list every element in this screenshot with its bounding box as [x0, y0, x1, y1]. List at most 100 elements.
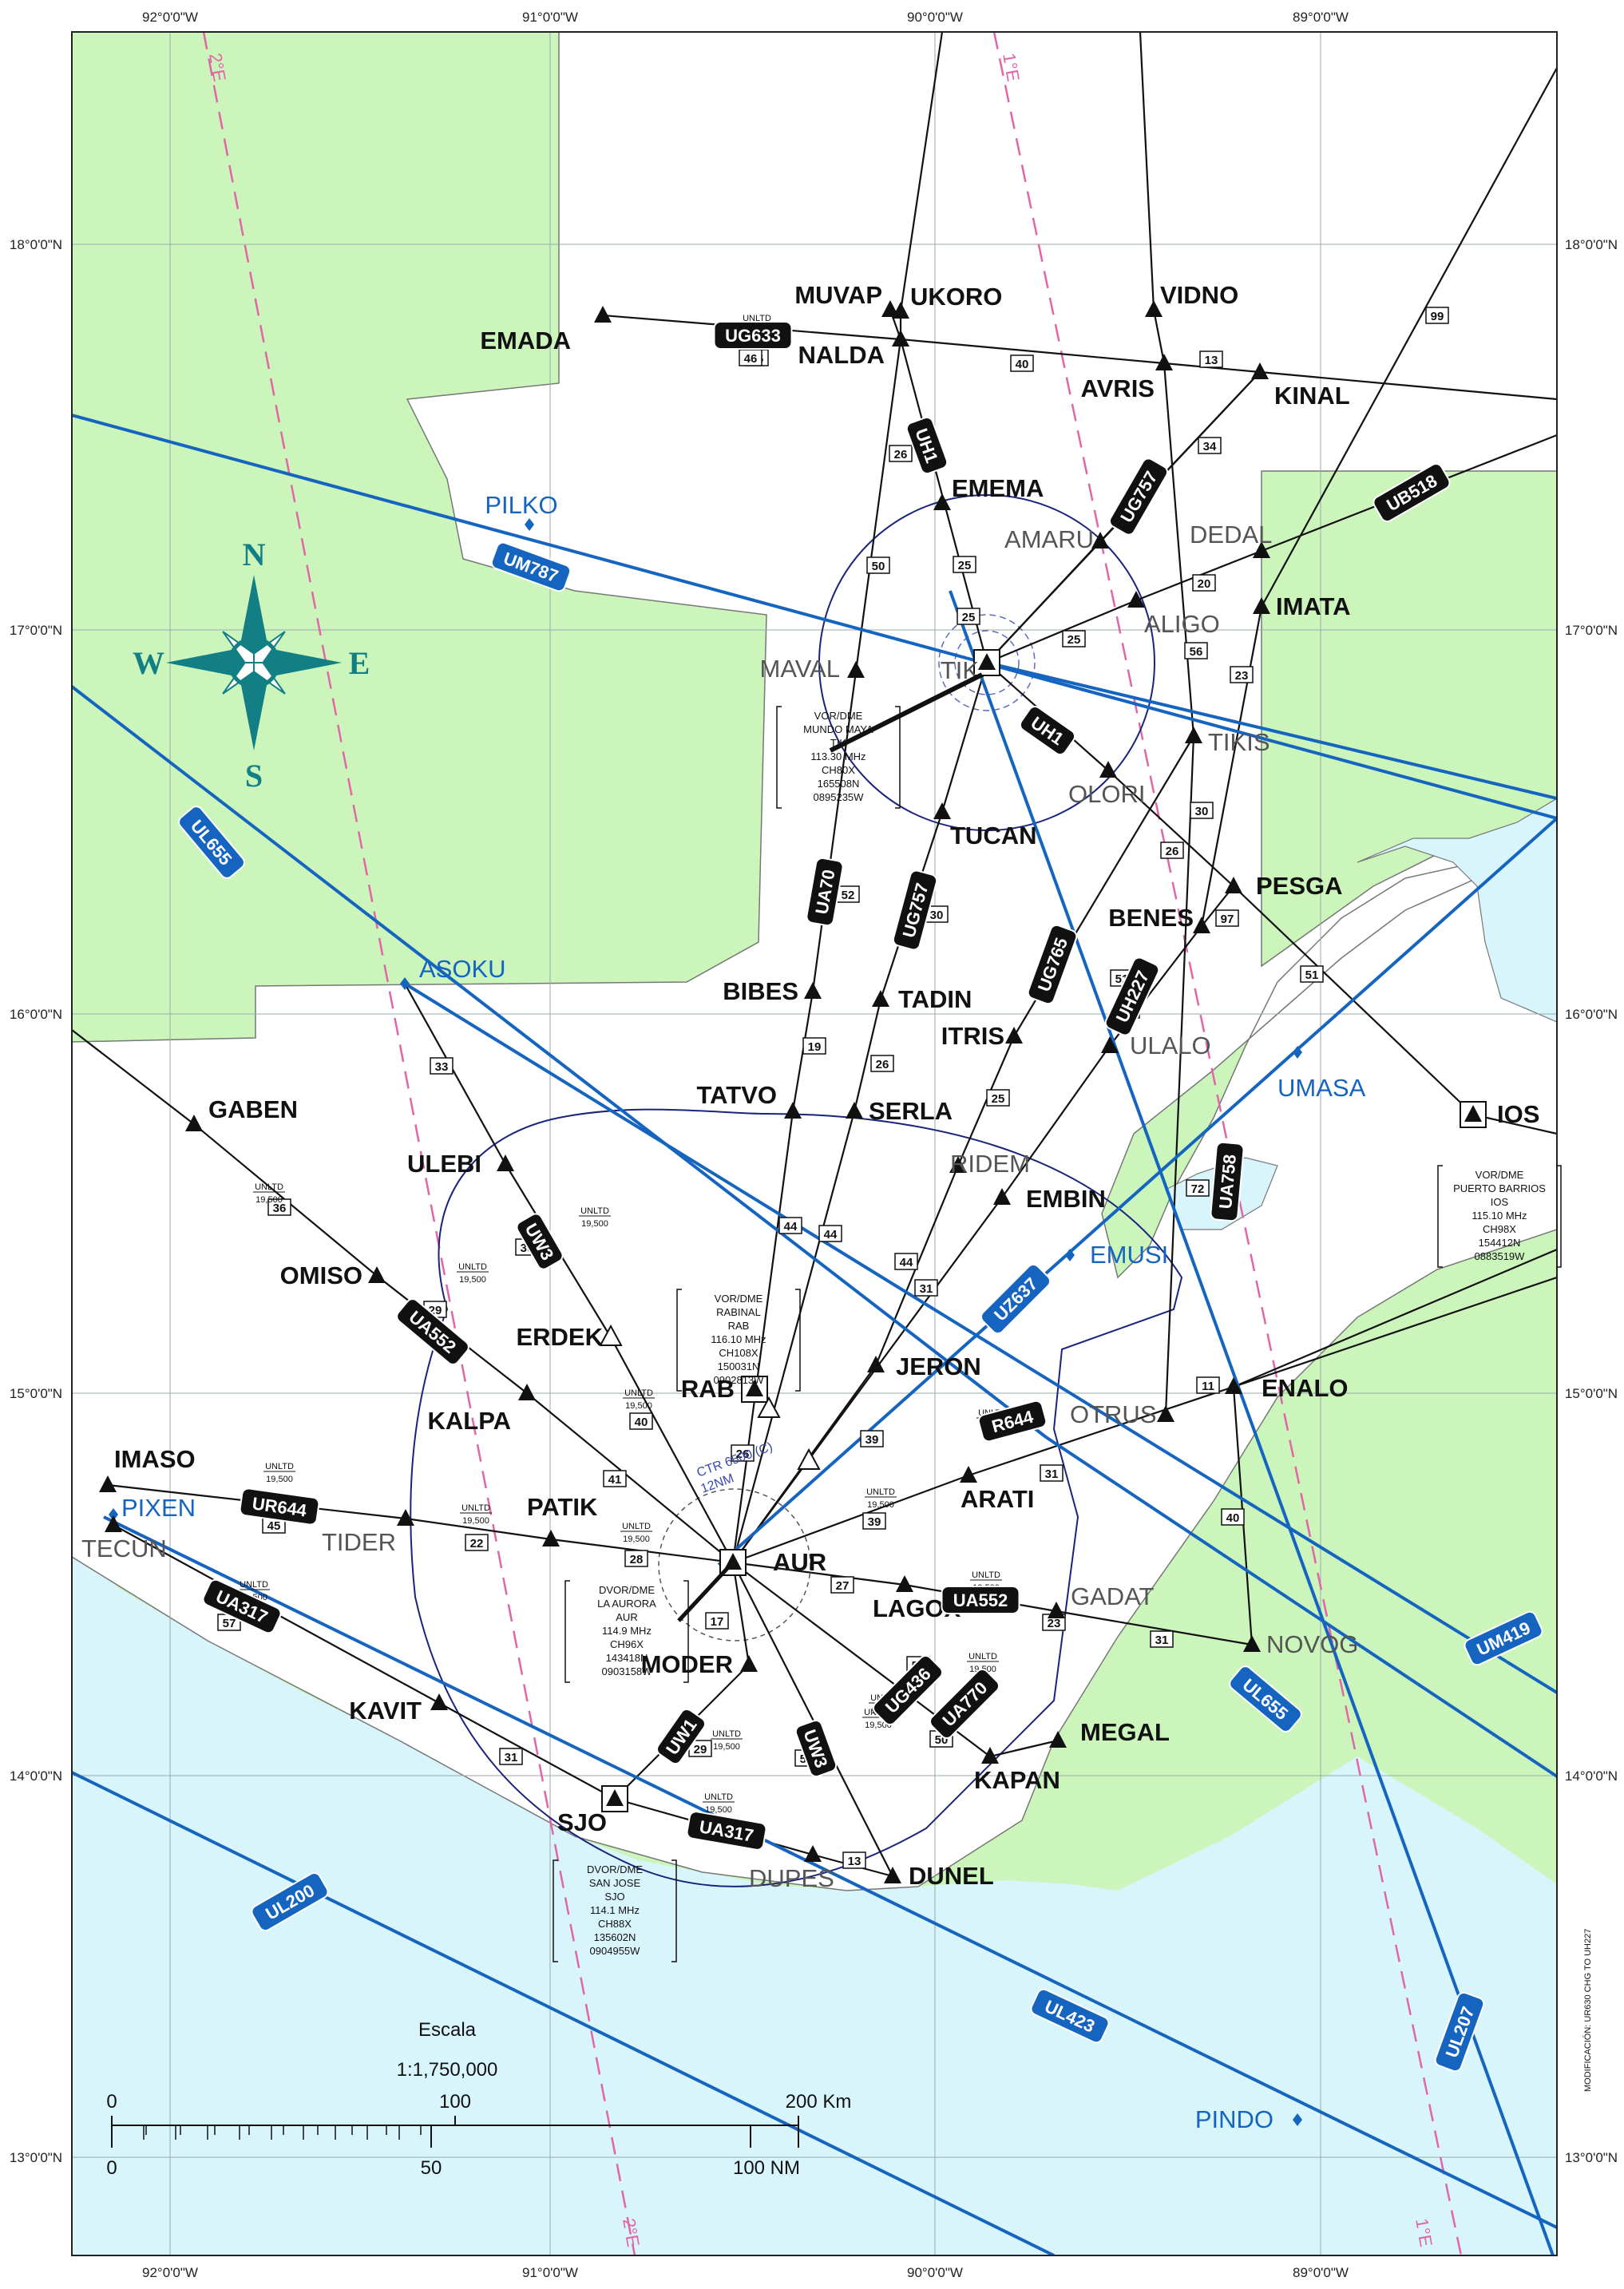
waypoint-itris[interactable]: ITRIS [941, 1022, 1023, 1050]
upper-airway-blue[interactable] [986, 661, 1557, 800]
waypoint-tatvo[interactable]: TATVO [697, 1081, 802, 1119]
airway-segment[interactable] [732, 1197, 1003, 1563]
waypoint-maval[interactable]: MAVAL [760, 655, 865, 683]
airway-segment[interactable] [1163, 362, 1195, 737]
waypoint-tik[interactable]: TIK [941, 649, 1000, 684]
waypoint-erdek[interactable]: ERDEK [516, 1323, 623, 1351]
waypoint-gadat[interactable]: GADAT [1048, 1582, 1155, 1618]
airway-label-ul423[interactable]: UL423 [1029, 1987, 1111, 2045]
airway-segment[interactable] [899, 32, 944, 312]
waypoint-bibes[interactable]: BIBES [723, 977, 822, 1005]
airway-label-ua317[interactable]: UA317 [686, 1811, 767, 1851]
waypoint-tucan[interactable]: TUCAN [933, 802, 1037, 849]
airway-segment[interactable] [731, 1562, 751, 1665]
waypoint-rab[interactable]: RAB [681, 1375, 768, 1403]
waypoint-megal[interactable]: MEGAL [1049, 1718, 1170, 1748]
airway-label-ua758[interactable]: UA758 [1210, 1141, 1245, 1222]
waypoint-aur[interactable]: AUR [719, 1548, 826, 1576]
airway-label-um787[interactable]: UM787 [490, 541, 572, 592]
upper-airway-blue[interactable] [717, 817, 1557, 1566]
waypoint-tadin[interactable]: TADIN [872, 985, 972, 1013]
waypoint-ridem[interactable]: RIDEM [949, 1150, 1030, 1178]
airway-segment[interactable] [731, 1111, 794, 1563]
waypoint-imaso[interactable]: IMASO [99, 1445, 196, 1492]
waypoint-emada[interactable]: EMADA [480, 306, 612, 354]
airway-segment[interactable] [610, 1337, 734, 1563]
waypoint-ulalo[interactable]: ULALO [1101, 1032, 1211, 1059]
waypoint-embin[interactable]: EMBIN [993, 1185, 1106, 1213]
waypoint-dupes[interactable]: DUPES [749, 1845, 834, 1892]
airway-label-ul655[interactable]: UL655 [176, 804, 247, 881]
airway-segment[interactable] [438, 1702, 616, 1800]
airway-segment[interactable] [989, 1739, 1059, 1758]
upper-airway-blue[interactable] [72, 685, 1048, 1439]
waypoint-pesga[interactable]: PESGA [1225, 872, 1343, 900]
waypoint-gaben[interactable]: GABEN [185, 1095, 298, 1131]
airway-segment[interactable] [732, 1562, 893, 1877]
waypoint-ios[interactable]: IOS [1460, 1100, 1539, 1128]
waypoint-sjo[interactable]: SJO [557, 1785, 628, 1836]
upper-airway-blue[interactable] [1044, 1436, 1557, 1778]
airway-segment[interactable] [1233, 1276, 1557, 1388]
airway-segment[interactable] [1056, 1610, 1253, 1646]
waypoint-pilko[interactable]: PILKO [485, 491, 558, 531]
waypoint-imata[interactable]: IMATA [1253, 592, 1351, 620]
upper-airway-blue[interactable] [103, 1515, 1557, 2229]
waypoint-jeron[interactable]: JERON [867, 1352, 981, 1380]
upper-airway-blue[interactable] [949, 590, 1555, 2255]
airway-label-ua552[interactable]: UA552 [941, 1586, 1020, 1614]
airway-segment[interactable] [900, 338, 1165, 365]
waypoint-avris[interactable]: AVRIS [1081, 354, 1173, 402]
waypoint-aligo[interactable]: ALIGO [1127, 591, 1220, 638]
airway-segment[interactable] [968, 1385, 1234, 1477]
upper-airway-blue[interactable] [72, 1771, 1055, 2255]
airway-label-r644[interactable]: R644 [977, 1400, 1048, 1443]
airway-segment[interactable] [1233, 1248, 1557, 1388]
waypoint-pindo[interactable]: PINDO [1195, 2105, 1302, 2133]
waypoint-serla[interactable]: SERLA [846, 1097, 953, 1125]
airway-segment[interactable] [1200, 606, 1263, 927]
waypoint-vidno[interactable]: VIDNO [1145, 281, 1238, 317]
waypoint-nalda[interactable]: NALDA [798, 330, 910, 369]
waypoint-moder[interactable]: MODER [641, 1650, 758, 1678]
airway-segment[interactable] [1001, 1045, 1111, 1198]
waypoint-otrus[interactable]: OTRUS [1070, 1400, 1174, 1428]
waypoint-benes[interactable]: BENES [1108, 904, 1210, 933]
airway-segment[interactable] [1259, 370, 1557, 401]
waypoint-tikis[interactable]: TIKIS [1185, 727, 1270, 756]
waypoint-umasa[interactable]: UMASA [1277, 1046, 1366, 1102]
waypoint-ulebi[interactable]: ULEBI [407, 1150, 514, 1178]
airway-segment[interactable] [731, 1111, 856, 1563]
waypoint-dunel[interactable]: DUNEL [884, 1862, 994, 1890]
airway-segment[interactable] [853, 999, 882, 1112]
waypoint-emema[interactable]: EMEMA [933, 474, 1044, 510]
upper-airway-blue[interactable] [72, 414, 1557, 820]
waypoint-muvap[interactable]: MUVAP [794, 281, 899, 317]
airway-segment[interactable] [1139, 32, 1155, 311]
waypoint-novog[interactable]: NOVOG [1243, 1630, 1358, 1658]
airway-segment[interactable] [1472, 1113, 1557, 1135]
airway-label-uh1[interactable]: UH1 [905, 416, 949, 476]
waypoint-emusi[interactable]: EMUSI [1065, 1241, 1168, 1269]
waypoint-tider[interactable]: TIDER [322, 1509, 414, 1556]
airway-segment[interactable] [1152, 309, 1166, 364]
upper-airway-blue[interactable] [403, 982, 1557, 1694]
waypoint-patik[interactable]: PATIK [527, 1493, 598, 1546]
waypoint-tecun[interactable]: TECUN [81, 1515, 167, 1562]
airway-label-ur644[interactable]: UR644 [239, 1487, 320, 1526]
airway-segment[interactable] [941, 662, 988, 813]
airway-segment[interactable] [732, 1561, 905, 1586]
airway-segment[interactable] [1164, 735, 1195, 1416]
airway-segment[interactable] [526, 1392, 734, 1563]
waypoint-olori[interactable]: OLORI [1068, 761, 1145, 808]
waypoint-pixen[interactable]: PIXEN [109, 1494, 196, 1522]
waypoint-kalpa[interactable]: KALPA [428, 1384, 536, 1435]
waypoint-asoku[interactable]: ASOKU [400, 955, 506, 990]
airway-label-um419[interactable]: UM419 [1463, 1610, 1544, 1667]
waypoint-enalo[interactable]: ENALO [1225, 1374, 1349, 1402]
waypoint-arati[interactable]: ARATI [960, 1466, 1034, 1513]
airway-segment[interactable] [72, 1029, 195, 1125]
airway-segment[interactable] [1261, 67, 1557, 608]
airway-segment[interactable] [405, 1517, 552, 1541]
waypoint-ukoro[interactable]: UKORO [892, 283, 1002, 319]
